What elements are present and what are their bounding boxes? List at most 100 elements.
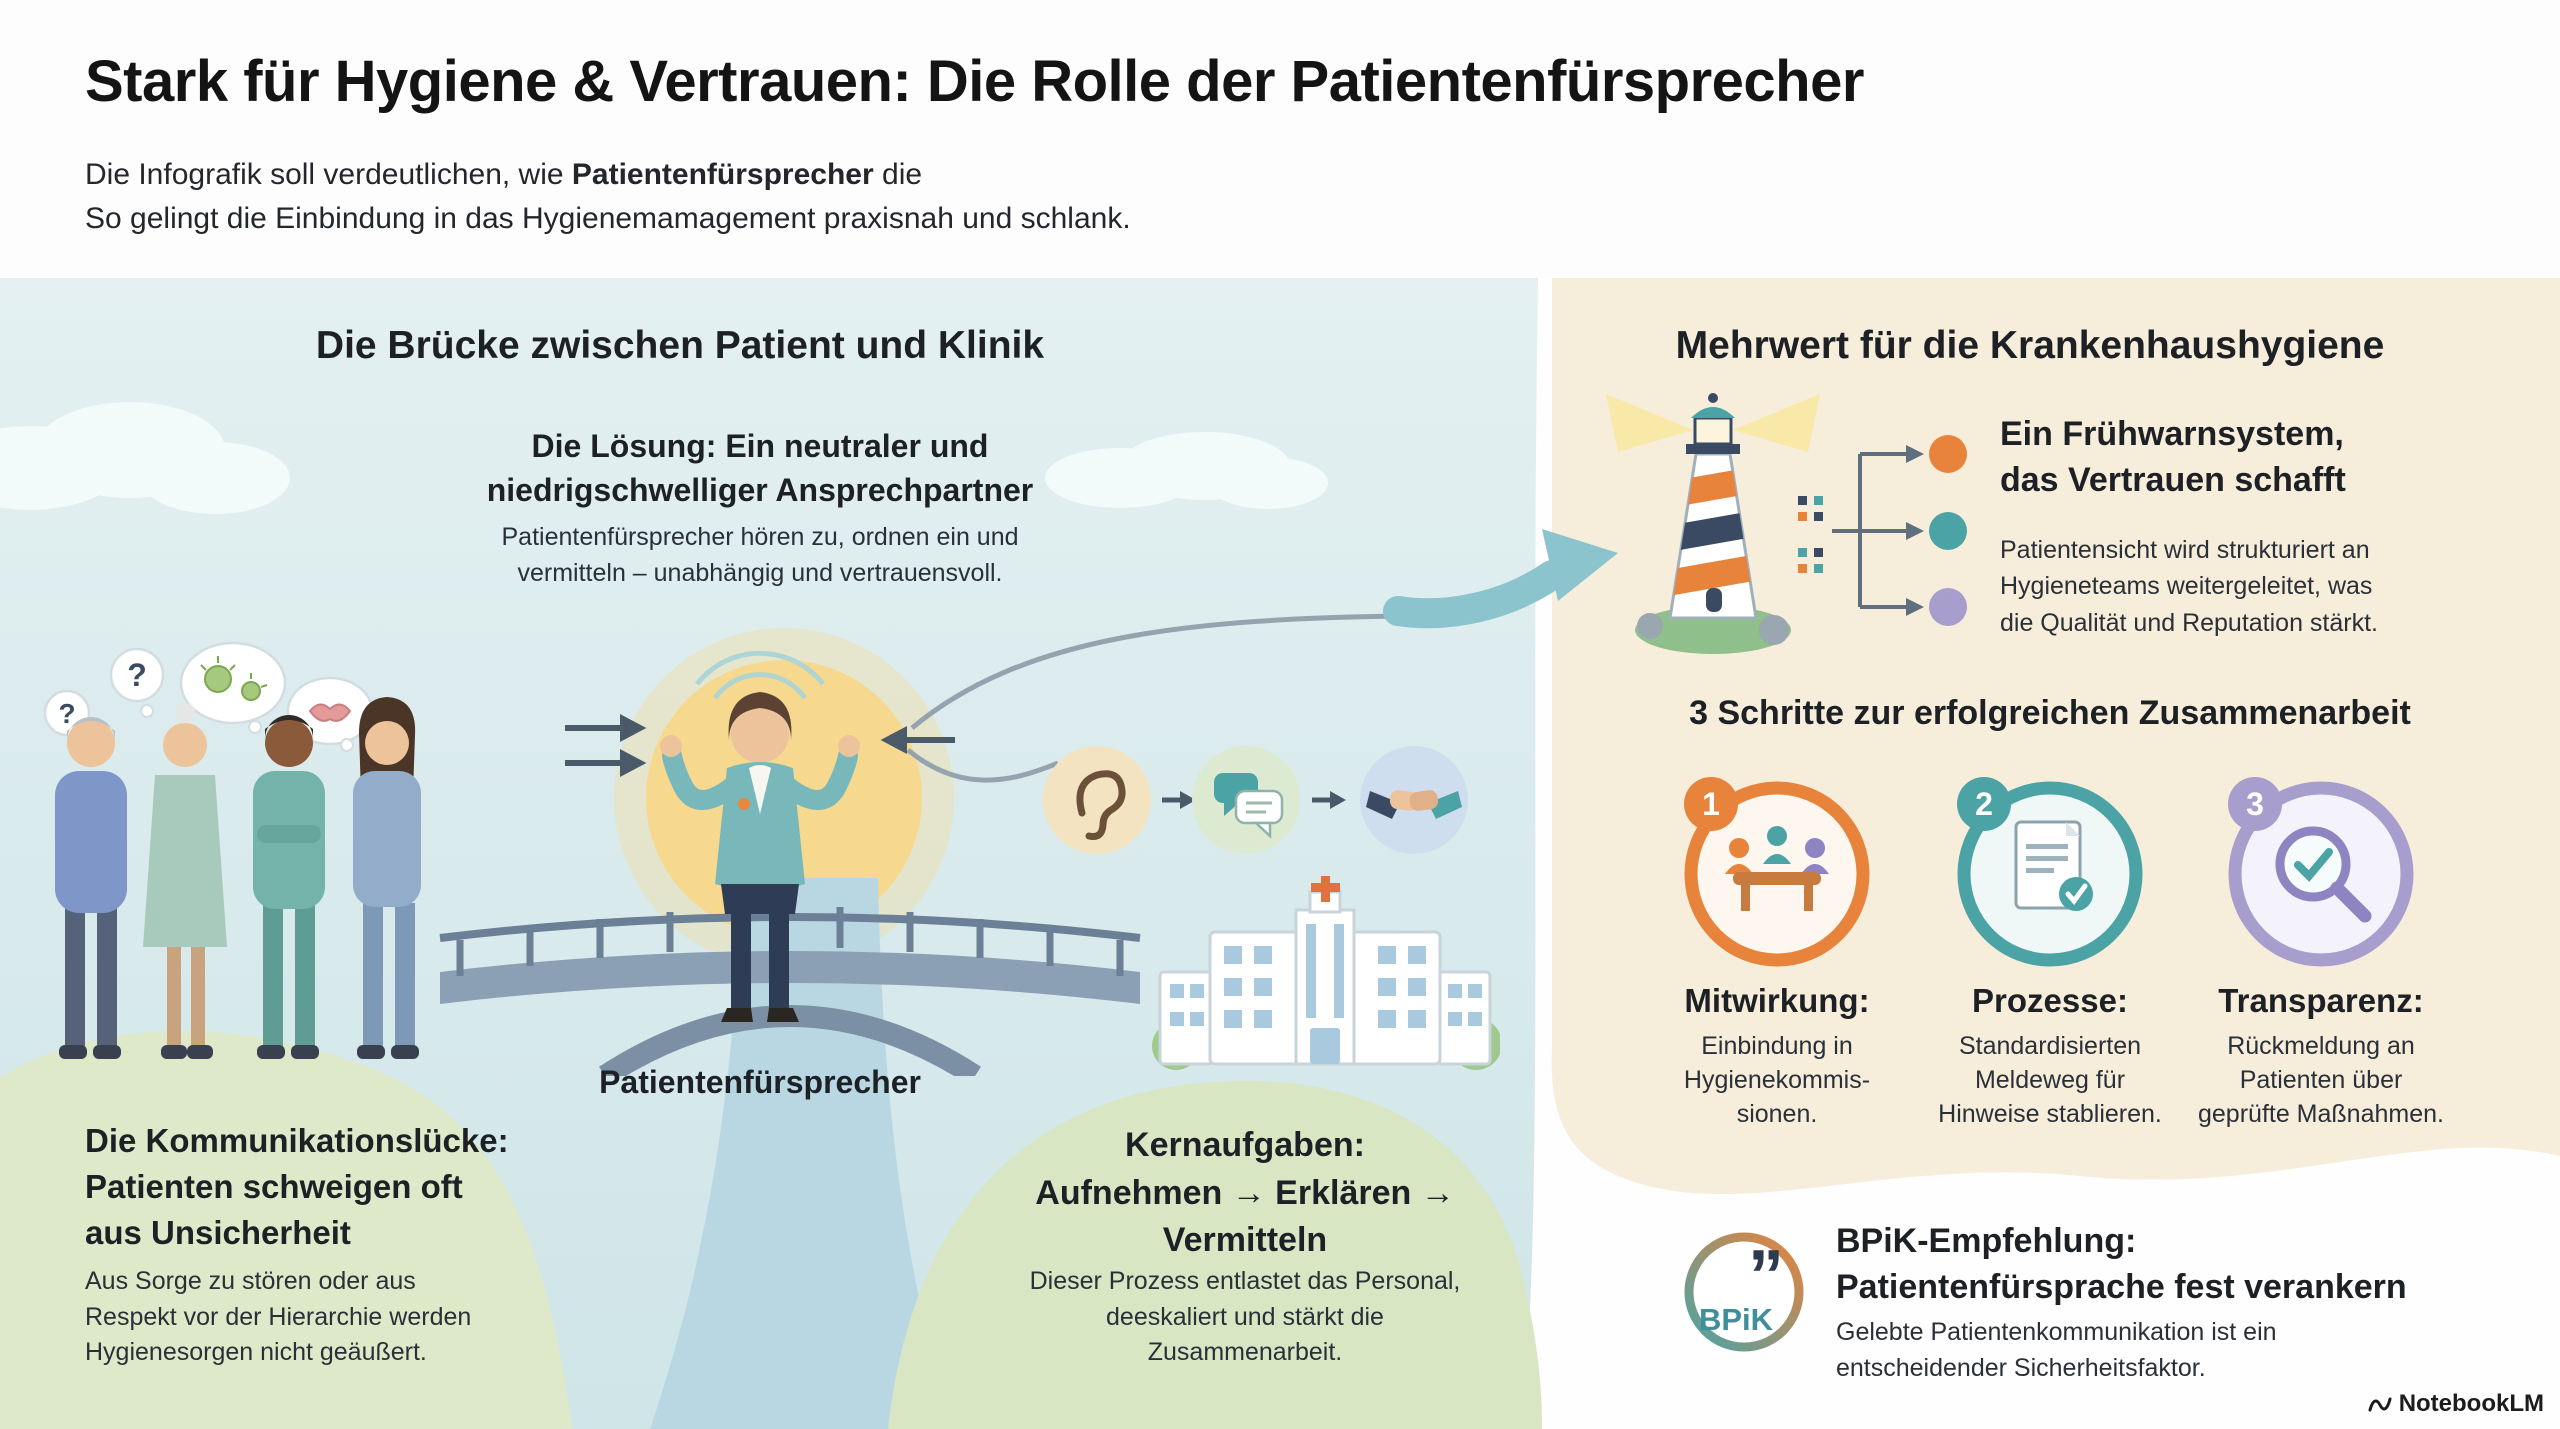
- notebooklm-watermark: NotebookLM: [2367, 1390, 2544, 1418]
- lighthouse-dome: [1691, 407, 1735, 418]
- arrow-right-icon: [1162, 791, 1196, 809]
- lighthouse-door: [1706, 588, 1722, 612]
- rock: [1637, 613, 1663, 639]
- patient-elderly-man: [55, 717, 127, 1059]
- bridge-deck: [440, 951, 1140, 1004]
- recommendation-title: BPiK-Empfehlung: Patientenfürsprache fes…: [1836, 1222, 2407, 1307]
- river: [650, 878, 952, 1429]
- subtitle-post: die: [873, 158, 923, 191]
- patient-elderly-woman: [143, 703, 227, 1059]
- signal-flow: [1798, 435, 1967, 626]
- recommendation-body: Gelebte Patientenkommunikation ist ein e…: [1836, 1318, 2277, 1383]
- subtitle-line-2: So gelingt die Einbindung in das Hygiene…: [85, 202, 1131, 235]
- clouds: [0, 402, 1328, 514]
- question-mark-icon: ?: [58, 698, 75, 729]
- page-title: Stark für Hygiene & Vertrauen: Die Rolle…: [85, 49, 1864, 114]
- step-2-title: Prozesse:: [1972, 982, 2128, 1019]
- light-beam: [1606, 394, 1693, 452]
- process-icon-chain: [1043, 746, 1468, 854]
- question-mark-icon: ?: [127, 657, 147, 693]
- signal-connector-lines: [1832, 452, 1908, 609]
- right-section-heading: Mehrwert für die Krankenhaushygiene: [1675, 324, 2385, 367]
- light-beam: [1733, 394, 1820, 452]
- signal-node-orange: [1929, 435, 1967, 473]
- subtitle-bold: Patientenfürsprecher: [571, 158, 874, 191]
- step-1-number: 1: [1702, 786, 1720, 822]
- step-1-number-badge: [1684, 777, 1738, 831]
- hospital-illustration: [1152, 876, 1500, 1070]
- handshake-icon: [1360, 746, 1468, 854]
- wire-lines: [906, 613, 1416, 783]
- rock: [1759, 615, 1789, 645]
- step-3-circle: 3: [2228, 777, 2414, 967]
- bpik-logo-text: BPiK: [1699, 1302, 1774, 1337]
- medical-cross-icon: [1311, 876, 1340, 902]
- notebooklm-icon: [2368, 1397, 2392, 1412]
- advocate-illustration: [660, 650, 860, 1022]
- hospital-wing-right: [1436, 970, 1492, 1066]
- lips-icon: [308, 703, 352, 722]
- step-2-number-badge: [1957, 777, 2011, 831]
- core-tasks-body: Dieser Prozess entlastet das Personal, d…: [1029, 1267, 1461, 1366]
- early-warning-body: Patientensicht wird strukturiert an Hygi…: [2000, 536, 2379, 637]
- core-tasks-title: Kernaufgaben: Aufnehmen → Erklären → Ver…: [1035, 1126, 1455, 1260]
- left-section-heading: Die Brücke zwischen Patient und Klinik: [315, 324, 1045, 367]
- advocate-label: Patientenfürsprecher: [599, 1064, 921, 1100]
- signal-node-purple: [1929, 588, 1967, 626]
- magnifier-check-icon: [2275, 826, 2372, 923]
- step-3-body: Rückmeldung an Patienten über geprüfte M…: [2198, 1032, 2444, 1128]
- patient-female-nurse: [353, 697, 421, 1059]
- speech-bubbles-icon: [1192, 746, 1300, 854]
- hospital-door: [1310, 1028, 1340, 1064]
- transition-arrow-icon: [1383, 529, 1618, 629]
- advocate-right-arm: [777, 746, 858, 810]
- crossed-arms: [257, 825, 321, 843]
- advocate-shirt: [749, 765, 771, 814]
- grass-center: [888, 1080, 1542, 1429]
- advocate-leg: [731, 908, 751, 1008]
- early-warning-title: Ein Frühwarnsystem, das Vertrauen schaff…: [2000, 415, 2346, 499]
- communication-gap-title: Die Kommunikationslücke: Patienten schwe…: [85, 1122, 509, 1252]
- patient-male-nurse: [253, 715, 325, 1059]
- arrows-to-advocate: [565, 714, 955, 777]
- subtitle-line-1: Die Infografik soll verdeutlichen, wie P…: [85, 158, 922, 192]
- signal-arcs-icon: [695, 650, 825, 700]
- bridge-railing: [439, 913, 1141, 942]
- solution-title: Die Lösung: Ein neutraler und niedrigsch…: [486, 428, 1034, 509]
- patients-illustration: ? ?: [43, 641, 421, 1059]
- step-2-number: 2: [1975, 786, 1993, 822]
- step-3-number: 3: [2246, 786, 2264, 822]
- main-graphic-area: ? ?: [0, 278, 2560, 1429]
- hospital-windows: [1170, 924, 1482, 1028]
- advocate-jacket: [715, 762, 805, 891]
- lighthouse-stripes: [1670, 461, 1756, 601]
- meeting-icon: [1725, 826, 1829, 911]
- watermark-text: NotebookLM: [2398, 1390, 2544, 1417]
- solution-body: Patientenfürsprecher hören zu, ordnen ei…: [501, 523, 1019, 587]
- step-1-body: Einbindung in Hygienekommis- sionen.: [1683, 1032, 1871, 1128]
- step-3-number-badge: [2228, 777, 2282, 831]
- signal-node-teal: [1929, 512, 1967, 550]
- step-2-body: Standardisierten Meldeweg für Hinweise s…: [1938, 1032, 2162, 1128]
- advocate-left-arm: [662, 746, 743, 810]
- connector-wires: [565, 613, 1416, 783]
- lighthouse-lamp: [1693, 416, 1733, 446]
- advocate-badge: [738, 798, 750, 810]
- hospital-wing-left: [1158, 970, 1214, 1066]
- lighthouse-illustration: [1606, 393, 1820, 654]
- ear-icon: [1043, 746, 1151, 854]
- thought-bubble-question-2: ?: [109, 647, 165, 718]
- step-1-circle: 1: [1684, 777, 1870, 967]
- grass-left: [0, 1030, 572, 1429]
- advocate-leg: [769, 908, 789, 1008]
- advocate-hair: [728, 692, 792, 740]
- bpik-logo: ” BPiK: [1684, 1232, 1804, 1352]
- germ-spikes: [200, 656, 268, 688]
- step-2-circle: 2: [1957, 777, 2143, 967]
- communication-gap-body: Aus Sorge zu stören oder aus Respekt vor…: [85, 1267, 472, 1366]
- data-dots: [1798, 496, 1823, 573]
- quote-icon: ”: [1748, 1236, 1784, 1316]
- thought-bubble-lips: [286, 676, 374, 752]
- steps-heading: 3 Schritte zur erfolgreichen Zusammenarb…: [1689, 694, 2411, 732]
